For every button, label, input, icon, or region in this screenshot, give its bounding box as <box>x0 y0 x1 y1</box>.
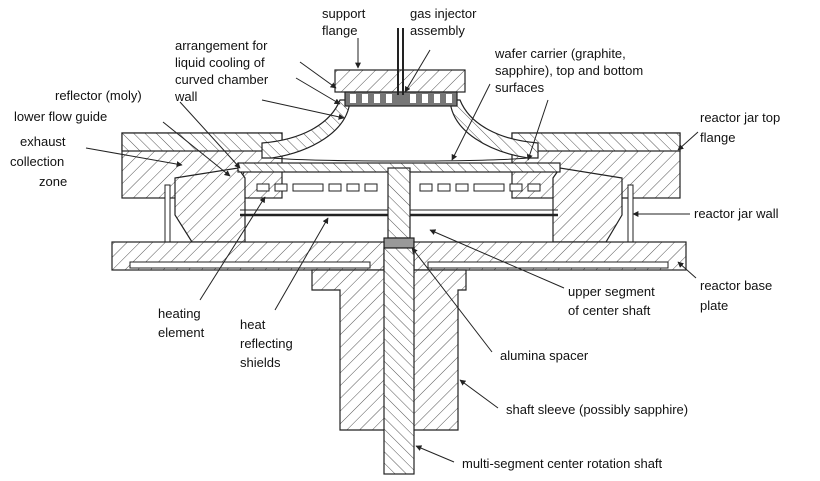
label-exhaust: exhaust collection zone <box>10 134 69 189</box>
base-plate-groove-right <box>427 261 669 269</box>
label-alumina-spacer: alumina spacer <box>500 348 589 363</box>
label-lower-flow-guide: lower flow guide <box>14 109 107 124</box>
label-gas-injector: gas injector assembly <box>410 6 480 38</box>
curved-chamber-wall <box>261 99 351 159</box>
label-rotation-shaft: multi-segment center rotation shaft <box>462 456 663 471</box>
upper-shaft-segment <box>387 167 411 239</box>
label-heat-shields: heat reflecting shields <box>240 317 296 370</box>
label-liquid-cooling: arrangement for liquid cooling of curved… <box>174 38 272 104</box>
leader-lines <box>85 38 699 463</box>
label-wafer-carrier: wafer carrier (graphite, sapphire), top … <box>494 46 647 95</box>
dome-inner-line <box>271 157 529 162</box>
curved-chamber-wall-right <box>449 99 539 159</box>
support-flange <box>334 69 466 93</box>
alumina-spacer <box>383 237 415 249</box>
lower-flow-guide-left <box>174 167 246 243</box>
label-jar-wall: reactor jar wall <box>694 206 779 221</box>
label-reflector: reflector (moly) <box>55 88 142 103</box>
label-heating-element: heating element <box>158 306 205 340</box>
label-shaft-sleeve: shaft sleeve (possibly sapphire) <box>506 402 688 417</box>
center-rotation-shaft <box>383 247 415 475</box>
label-base-plate: reactor base plate <box>700 278 776 313</box>
jar-wall-left <box>164 184 171 244</box>
top-flange-inner-left <box>121 132 283 152</box>
jar-wall-right <box>627 184 634 244</box>
label-upper-shaft: upper segment of center shaft <box>568 284 658 318</box>
label-top-flange: reactor jar top flange <box>700 110 784 145</box>
gas-injector-assembly <box>344 91 458 107</box>
heating-element <box>256 183 541 192</box>
lower-flow-guide-right <box>552 167 623 243</box>
base-plate-groove-left <box>129 261 371 269</box>
label-support-flange: support flange <box>322 6 369 38</box>
injector-nozzles <box>350 94 452 103</box>
